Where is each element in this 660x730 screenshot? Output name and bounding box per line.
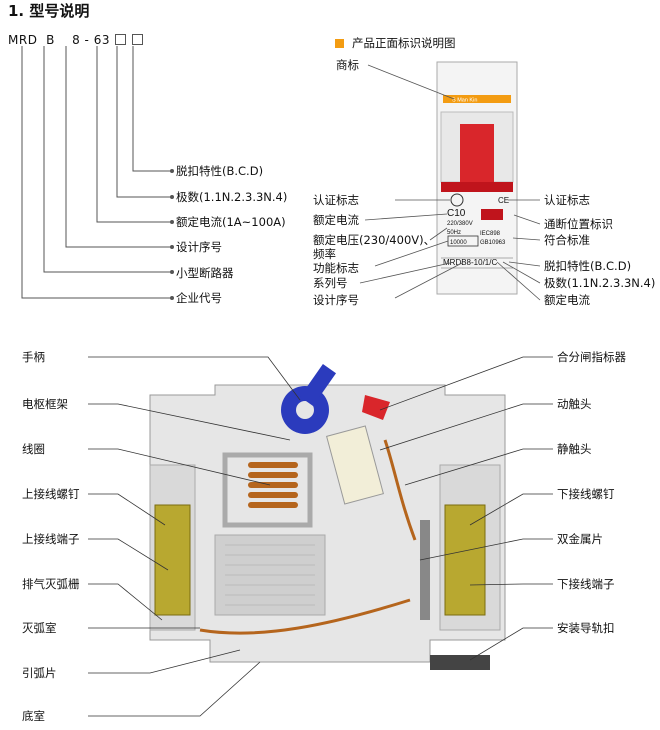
code-part: B xyxy=(46,33,55,47)
device-model: MRDB8-10/1/C xyxy=(443,258,497,267)
label-lower-terminal: 下接线端子 xyxy=(557,577,615,591)
device-ce: CE xyxy=(498,196,509,205)
label-coil: 线圈 xyxy=(22,442,45,456)
code-part: MRD xyxy=(8,33,38,47)
label-cert-mark-left: 认证标志 xyxy=(313,193,359,207)
legend-poles: 极数(1.1N.2.3.3N.4) xyxy=(176,190,288,204)
label-trademark: 商标 xyxy=(336,58,359,72)
code-part: 8 xyxy=(72,33,81,47)
front-panel-heading-text: 产品正面标识说明图 xyxy=(352,36,456,50)
front-panel-heading: 产品正面标识说明图 xyxy=(335,36,456,50)
label-upper-terminal: 上接线端子 xyxy=(22,532,80,546)
model-code: MRD B 8 - 63 xyxy=(8,33,143,47)
legend-company-code: 企业代号 xyxy=(176,291,222,305)
label-function-mark: 功能标志 xyxy=(313,261,359,275)
label-moving-contact: 动触头 xyxy=(557,397,592,411)
label-arc-grid: 排气灭弧栅 xyxy=(22,577,80,591)
legend-trip-characteristic: 脱扣特性(B.C.D) xyxy=(176,164,264,178)
label-armature-frame: 电枢框架 xyxy=(22,397,68,411)
label-rated-current-right: 额定电流 xyxy=(544,293,590,307)
label-standard: 符合标准 xyxy=(544,233,590,247)
orange-square-icon xyxy=(335,39,344,48)
label-arc-runner: 引弧片 xyxy=(22,666,57,680)
label-design-serial: 设计序号 xyxy=(313,293,359,307)
placeholder-box xyxy=(131,34,143,45)
device-std1: IEC898 xyxy=(480,231,501,237)
label-static-contact: 静触头 xyxy=(557,442,592,456)
device-freq: 50Hz xyxy=(447,230,461,236)
label-base: 底室 xyxy=(22,709,45,723)
device-std2: GB10963 xyxy=(480,240,506,246)
label-rated-voltage: 额定电压(230/400V)、 xyxy=(313,233,436,247)
device-rating: C10 xyxy=(447,208,466,219)
device-capacity: 10000 xyxy=(450,240,467,246)
label-lower-screw: 下接线螺钉 xyxy=(557,487,615,501)
label-series-no: 系列号 xyxy=(313,276,348,290)
label-rated-current: 额定电流 xyxy=(313,213,359,227)
placeholder-box xyxy=(115,34,127,45)
breaker-cutaway-illustration xyxy=(149,364,506,670)
device-voltage: 220/380V xyxy=(447,221,473,227)
label-poles: 极数(1.1N.2.3.3N.4) xyxy=(544,276,656,290)
label-arc-chamber: 灭弧室 xyxy=(22,621,57,635)
section-title: 1. 型号说明 xyxy=(8,2,90,20)
label-handle: 手柄 xyxy=(22,350,45,364)
code-part: 63 xyxy=(93,33,110,47)
label-cert-mark-right: 认证标志 xyxy=(544,193,590,207)
breaker-front-illustration xyxy=(436,61,518,295)
legend-mcb: 小型断路器 xyxy=(176,266,234,280)
legend-rated-current: 额定电流(1A~100A) xyxy=(176,215,286,229)
label-rail-clip: 安装导轨扣 xyxy=(557,621,615,635)
code-part: - xyxy=(84,33,90,47)
model-code-leaders xyxy=(21,46,172,299)
label-on-off-indicator: 通断位置标识 xyxy=(544,217,613,231)
label-indicator: 合分闸指标器 xyxy=(557,350,626,364)
legend-design-serial: 设计序号 xyxy=(176,240,222,254)
label-upper-screw: 上接线螺钉 xyxy=(22,487,80,501)
label-frequency: 频率 xyxy=(313,247,336,261)
label-trip-char: 脱扣特性(B.C.D) xyxy=(544,259,632,273)
label-bimetal: 双金属片 xyxy=(557,532,603,546)
device-brand: S Man Kin xyxy=(452,98,477,104)
